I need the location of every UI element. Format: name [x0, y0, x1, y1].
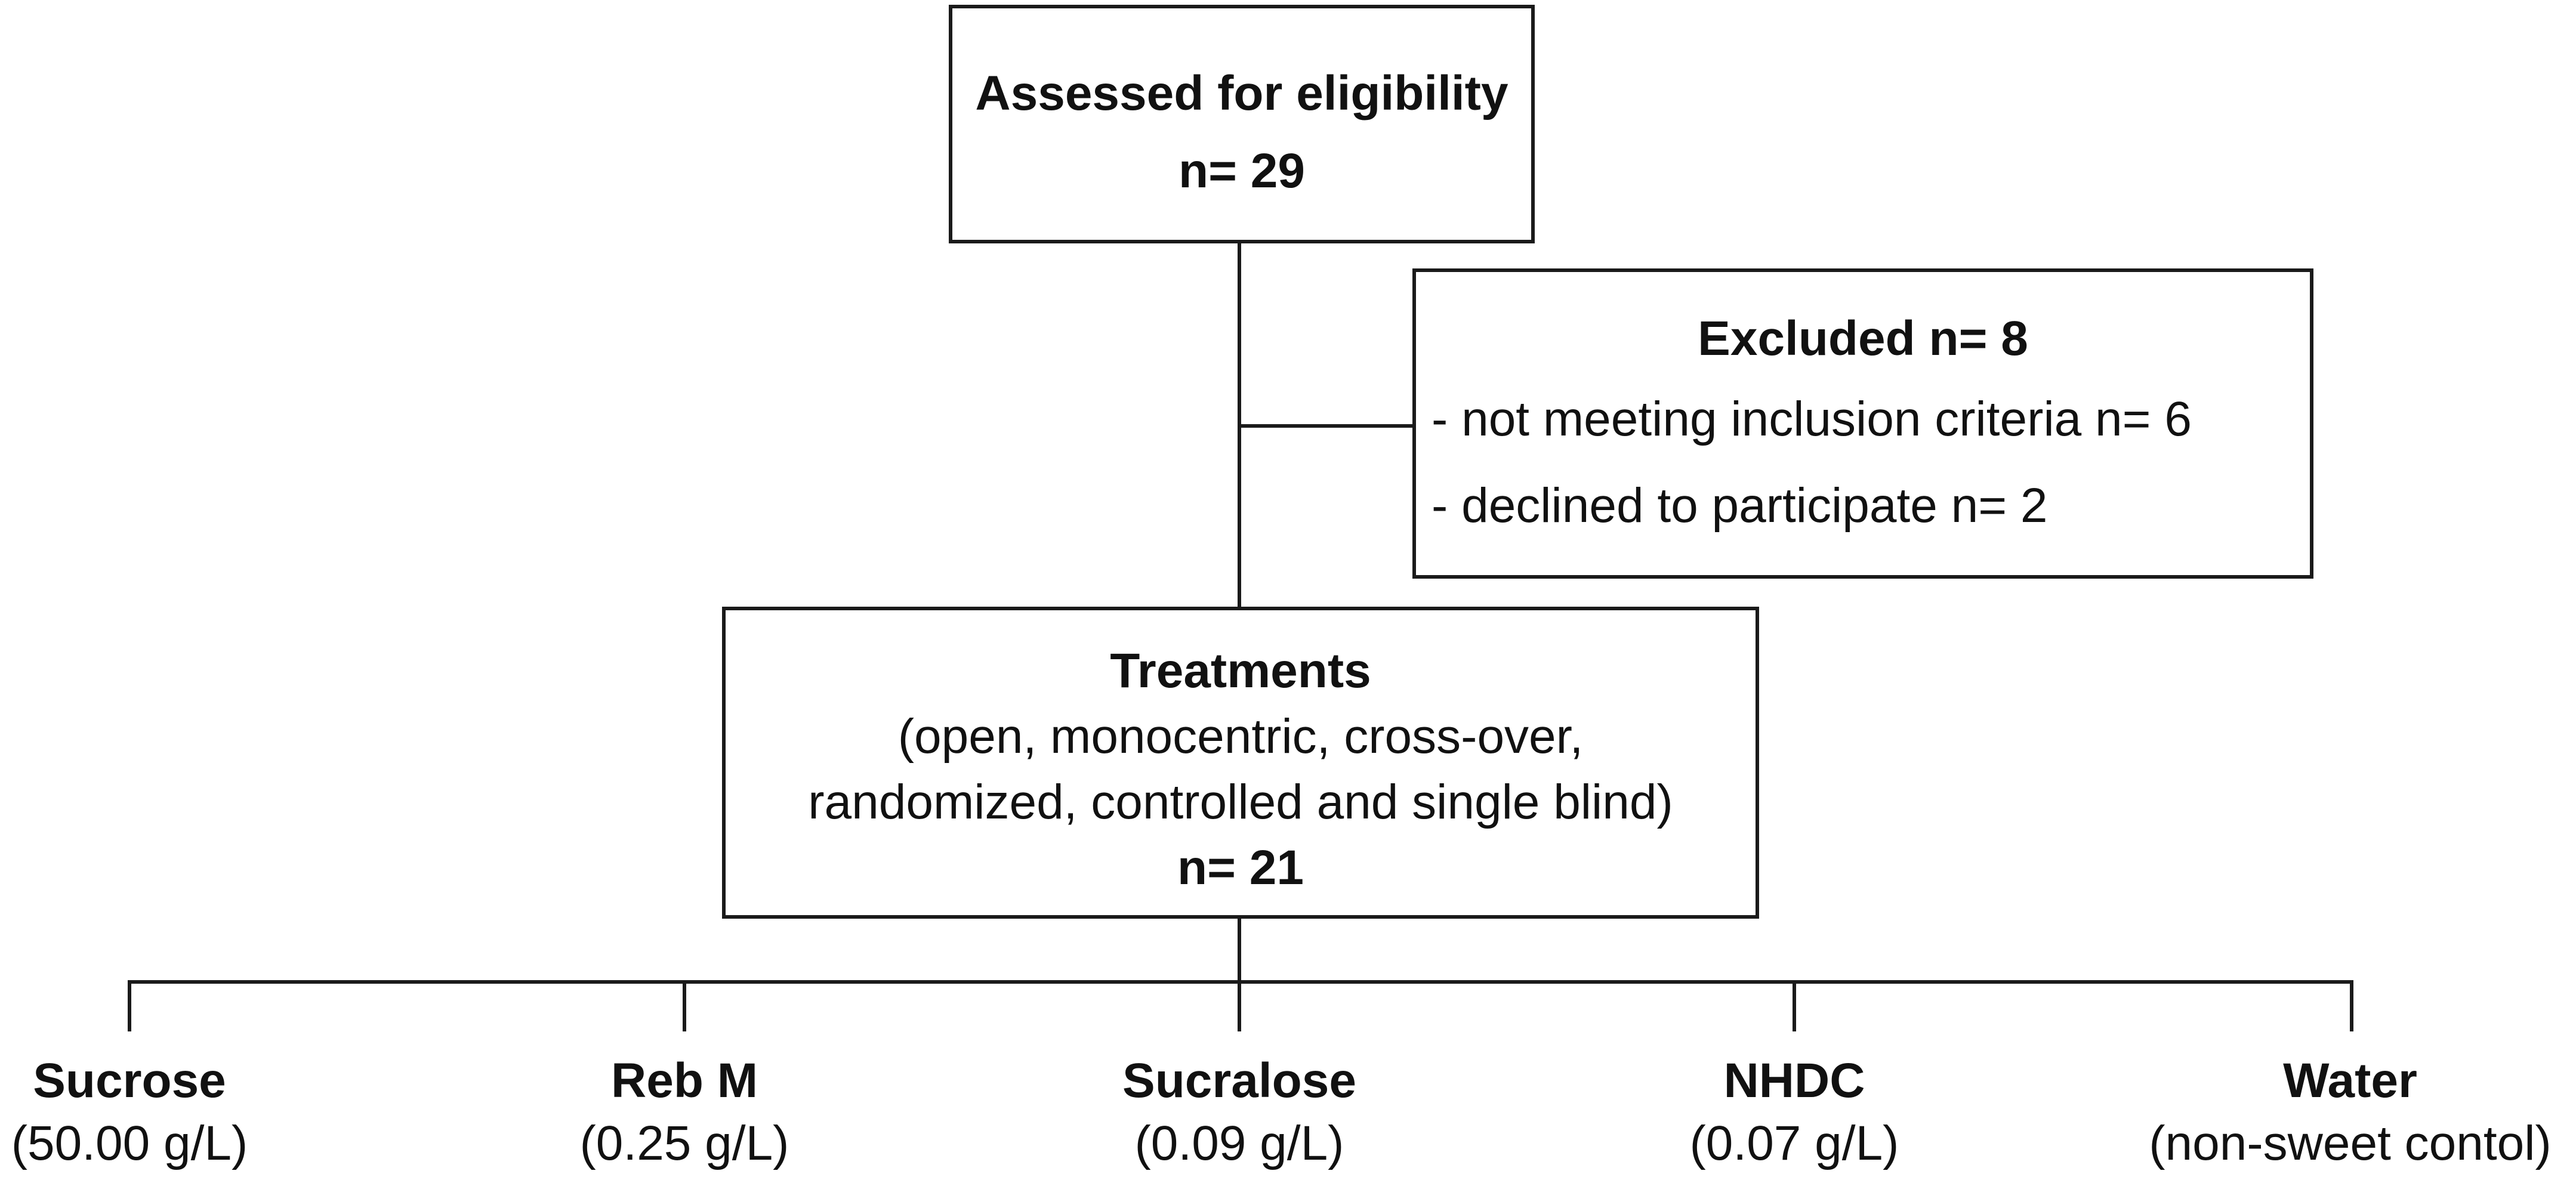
arm-sucrose-name: Sucrose: [33, 1054, 226, 1108]
connector-arm-rebm: [683, 980, 686, 1031]
excluded-reason: - not meeting inclusion criteria n= 6: [1432, 392, 2192, 446]
arm-sucralose-dose: (0.09 g/L): [1134, 1116, 1344, 1170]
arm-rebm-name: Reb M: [611, 1054, 758, 1108]
treatments-title: Treatments: [1110, 644, 1371, 698]
connector-to-excluded: [1238, 424, 1412, 428]
excluded-box: Excluded n= 8 - not meeting inclusion cr…: [1412, 268, 2313, 579]
arm-sucrose-dose: (50.00 g/L): [11, 1116, 248, 1170]
excluded-reason: - declined to participate n= 2: [1432, 478, 2048, 533]
arm-sucralose-name: Sucralose: [1122, 1054, 1356, 1108]
treatments-description-line: randomized, controlled and single blind): [808, 775, 1673, 829]
arm-nhdc-name: NHDC: [1723, 1054, 1865, 1108]
excluded-title: Excluded n= 8: [1698, 311, 2028, 366]
connector-arm-water: [2350, 980, 2353, 1031]
assessed-box: Assessed for eligibility n= 29: [949, 5, 1535, 243]
connector-arm-nhdc: [1793, 980, 1796, 1031]
connector-treatments-down: [1238, 919, 1241, 982]
arm-nhdc-dose: (0.07 g/L): [1689, 1116, 1899, 1170]
arm-water-name: Water: [2283, 1054, 2417, 1108]
treatments-description-line: (open, monocentric, cross-over,: [897, 709, 1584, 764]
connector-arm-sucrose: [128, 980, 131, 1031]
assessed-title: Assessed for eligibility: [975, 66, 1508, 121]
assessed-count: n= 29: [1179, 144, 1305, 198]
treatments-count: n= 21: [1177, 841, 1304, 895]
treatments-box: Treatments (open, monocentric, cross-ove…: [722, 607, 1759, 919]
arm-water-dose: (non-sweet contol): [2149, 1116, 2552, 1170]
connector-arm-sucralose: [1238, 980, 1241, 1031]
arm-rebm-dose: (0.25 g/L): [579, 1116, 789, 1170]
